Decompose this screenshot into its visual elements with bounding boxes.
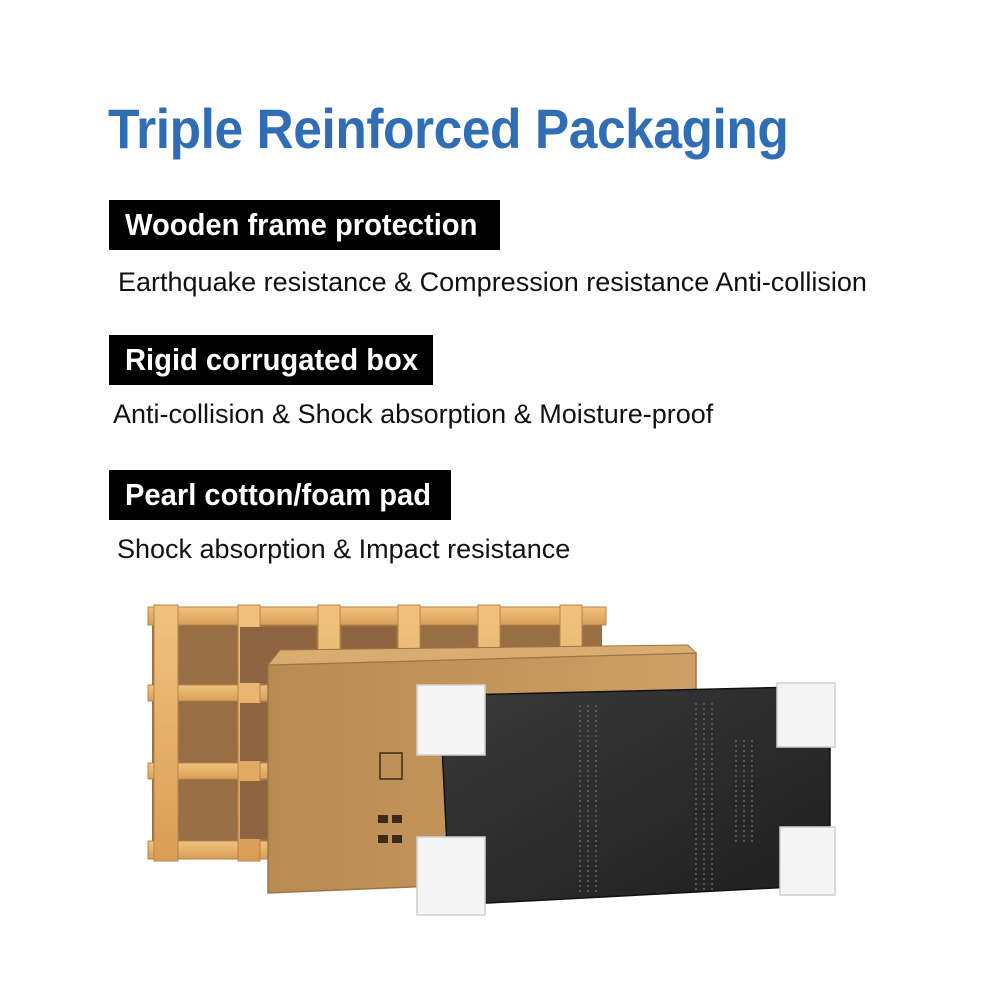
corrugated-box-description: Anti-collision & Shock absorption & Mois… [113, 399, 714, 429]
foam-pad-description: Shock absorption & Impact resistance [117, 534, 571, 564]
device-with-foam [416, 682, 836, 916]
page-title: Triple Reinforced Packaging [108, 97, 789, 160]
corrugated-box-heading: Rigid corrugated box [109, 335, 433, 385]
wooden-frame-heading: Wooden frame protection [109, 200, 500, 250]
wooden-frame-description: Earthquake resistance & Compression resi… [118, 267, 867, 297]
packaging-illustration [147, 604, 836, 916]
foam-pad-heading: Pearl cotton/foam pad [109, 470, 451, 520]
